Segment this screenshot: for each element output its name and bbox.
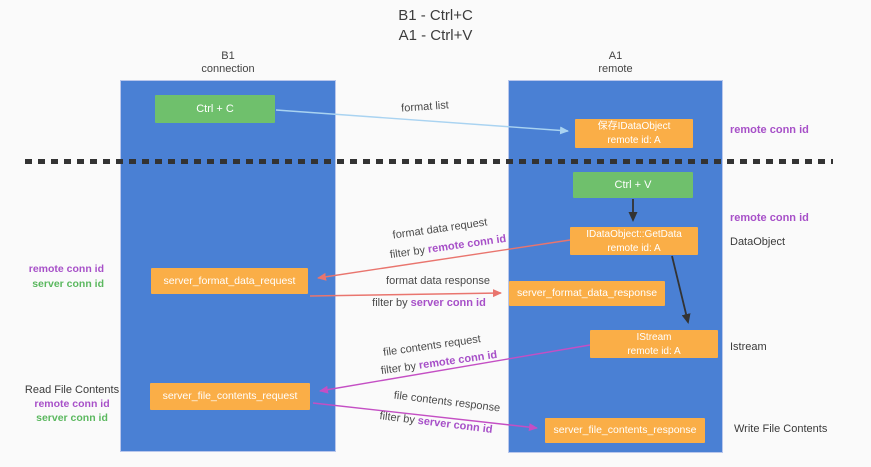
save-idataobject-line1: 保存IDataObject	[597, 121, 671, 132]
lane-b1-subtitle: connection	[201, 63, 255, 75]
arrow-format-data-response	[309, 289, 502, 298]
remote-conn-id-text: remote conn id	[427, 232, 507, 256]
diagram-title: B1 - Ctrl+C A1 - Ctrl+V	[0, 6, 871, 46]
server-conn-id-text: server conn id	[410, 297, 486, 309]
node-server-file-contents-request: server_file_contents_request	[150, 383, 310, 410]
filter-by-text: filter by	[372, 297, 408, 309]
annotation-remote-conn-id-mid: remote conn id	[730, 212, 809, 224]
istream-line1: IStream	[636, 332, 672, 343]
node-idataobject-getdata: IDataObject::GetData remote id: A	[570, 227, 698, 255]
lane-a1-name: A1	[608, 50, 623, 62]
node-save-idataobject: 保存IDataObject remote id: A	[575, 119, 693, 148]
getdata-line2: remote id: A	[607, 243, 661, 254]
filter-by-text: filter by	[380, 360, 417, 378]
lane-header-b1: B1 connection	[120, 50, 336, 76]
istream-line2: remote id: A	[627, 346, 681, 357]
session-divider-dashed-line	[25, 159, 833, 164]
node-server-file-contents-response: server_file_contents_response	[545, 418, 705, 443]
getdata-line1: IDataObject::GetData	[586, 229, 682, 240]
annotation-dataobject: DataObject	[730, 236, 786, 248]
title-line-1: B1 - Ctrl+C	[398, 7, 473, 24]
filter-by-text: filter by	[378, 410, 416, 427]
server-conn-id-text: server conn id	[417, 414, 494, 436]
label-file-contents-response: file contents response	[393, 389, 501, 415]
lane-a1-subtitle: remote	[598, 63, 633, 75]
lane-header-a1: A1 remote	[508, 50, 723, 76]
node-server-format-data-request: server_format_data_request	[151, 268, 308, 294]
lane-b1-name: B1	[221, 50, 235, 62]
node-ctrl-c: Ctrl + C	[155, 95, 275, 123]
left-server-conn-id: server conn id	[32, 278, 104, 290]
annotation-write-file-contents: Write File Contents	[734, 423, 828, 435]
label-format-data-response: format data response	[386, 275, 490, 287]
annotation-remote-conn-id-top: remote conn id	[730, 124, 809, 136]
read-server-conn-id: server conn id	[36, 412, 108, 424]
read-remote-conn-id: remote conn id	[34, 398, 110, 410]
annotation-left-conn-ids: remote conn id server conn id	[20, 262, 104, 292]
left-remote-conn-id: remote conn id	[28, 263, 104, 275]
annotation-istream: Istream	[730, 341, 767, 353]
node-ctrl-v: Ctrl + V	[573, 172, 693, 198]
label-format-list: format list	[400, 99, 450, 115]
node-istream: IStream remote id: A	[590, 330, 718, 358]
title-line-2: A1 - Ctrl+V	[398, 27, 473, 44]
annotation-read-file-contents: Read File Contents remote conn id server…	[24, 383, 120, 425]
filter-by-text: filter by	[389, 244, 426, 262]
read-file-contents-text: Read File Contents	[24, 384, 120, 396]
save-idataobject-line2: remote id: A	[607, 135, 661, 146]
node-server-format-data-response: server_format_data_response	[509, 281, 665, 306]
